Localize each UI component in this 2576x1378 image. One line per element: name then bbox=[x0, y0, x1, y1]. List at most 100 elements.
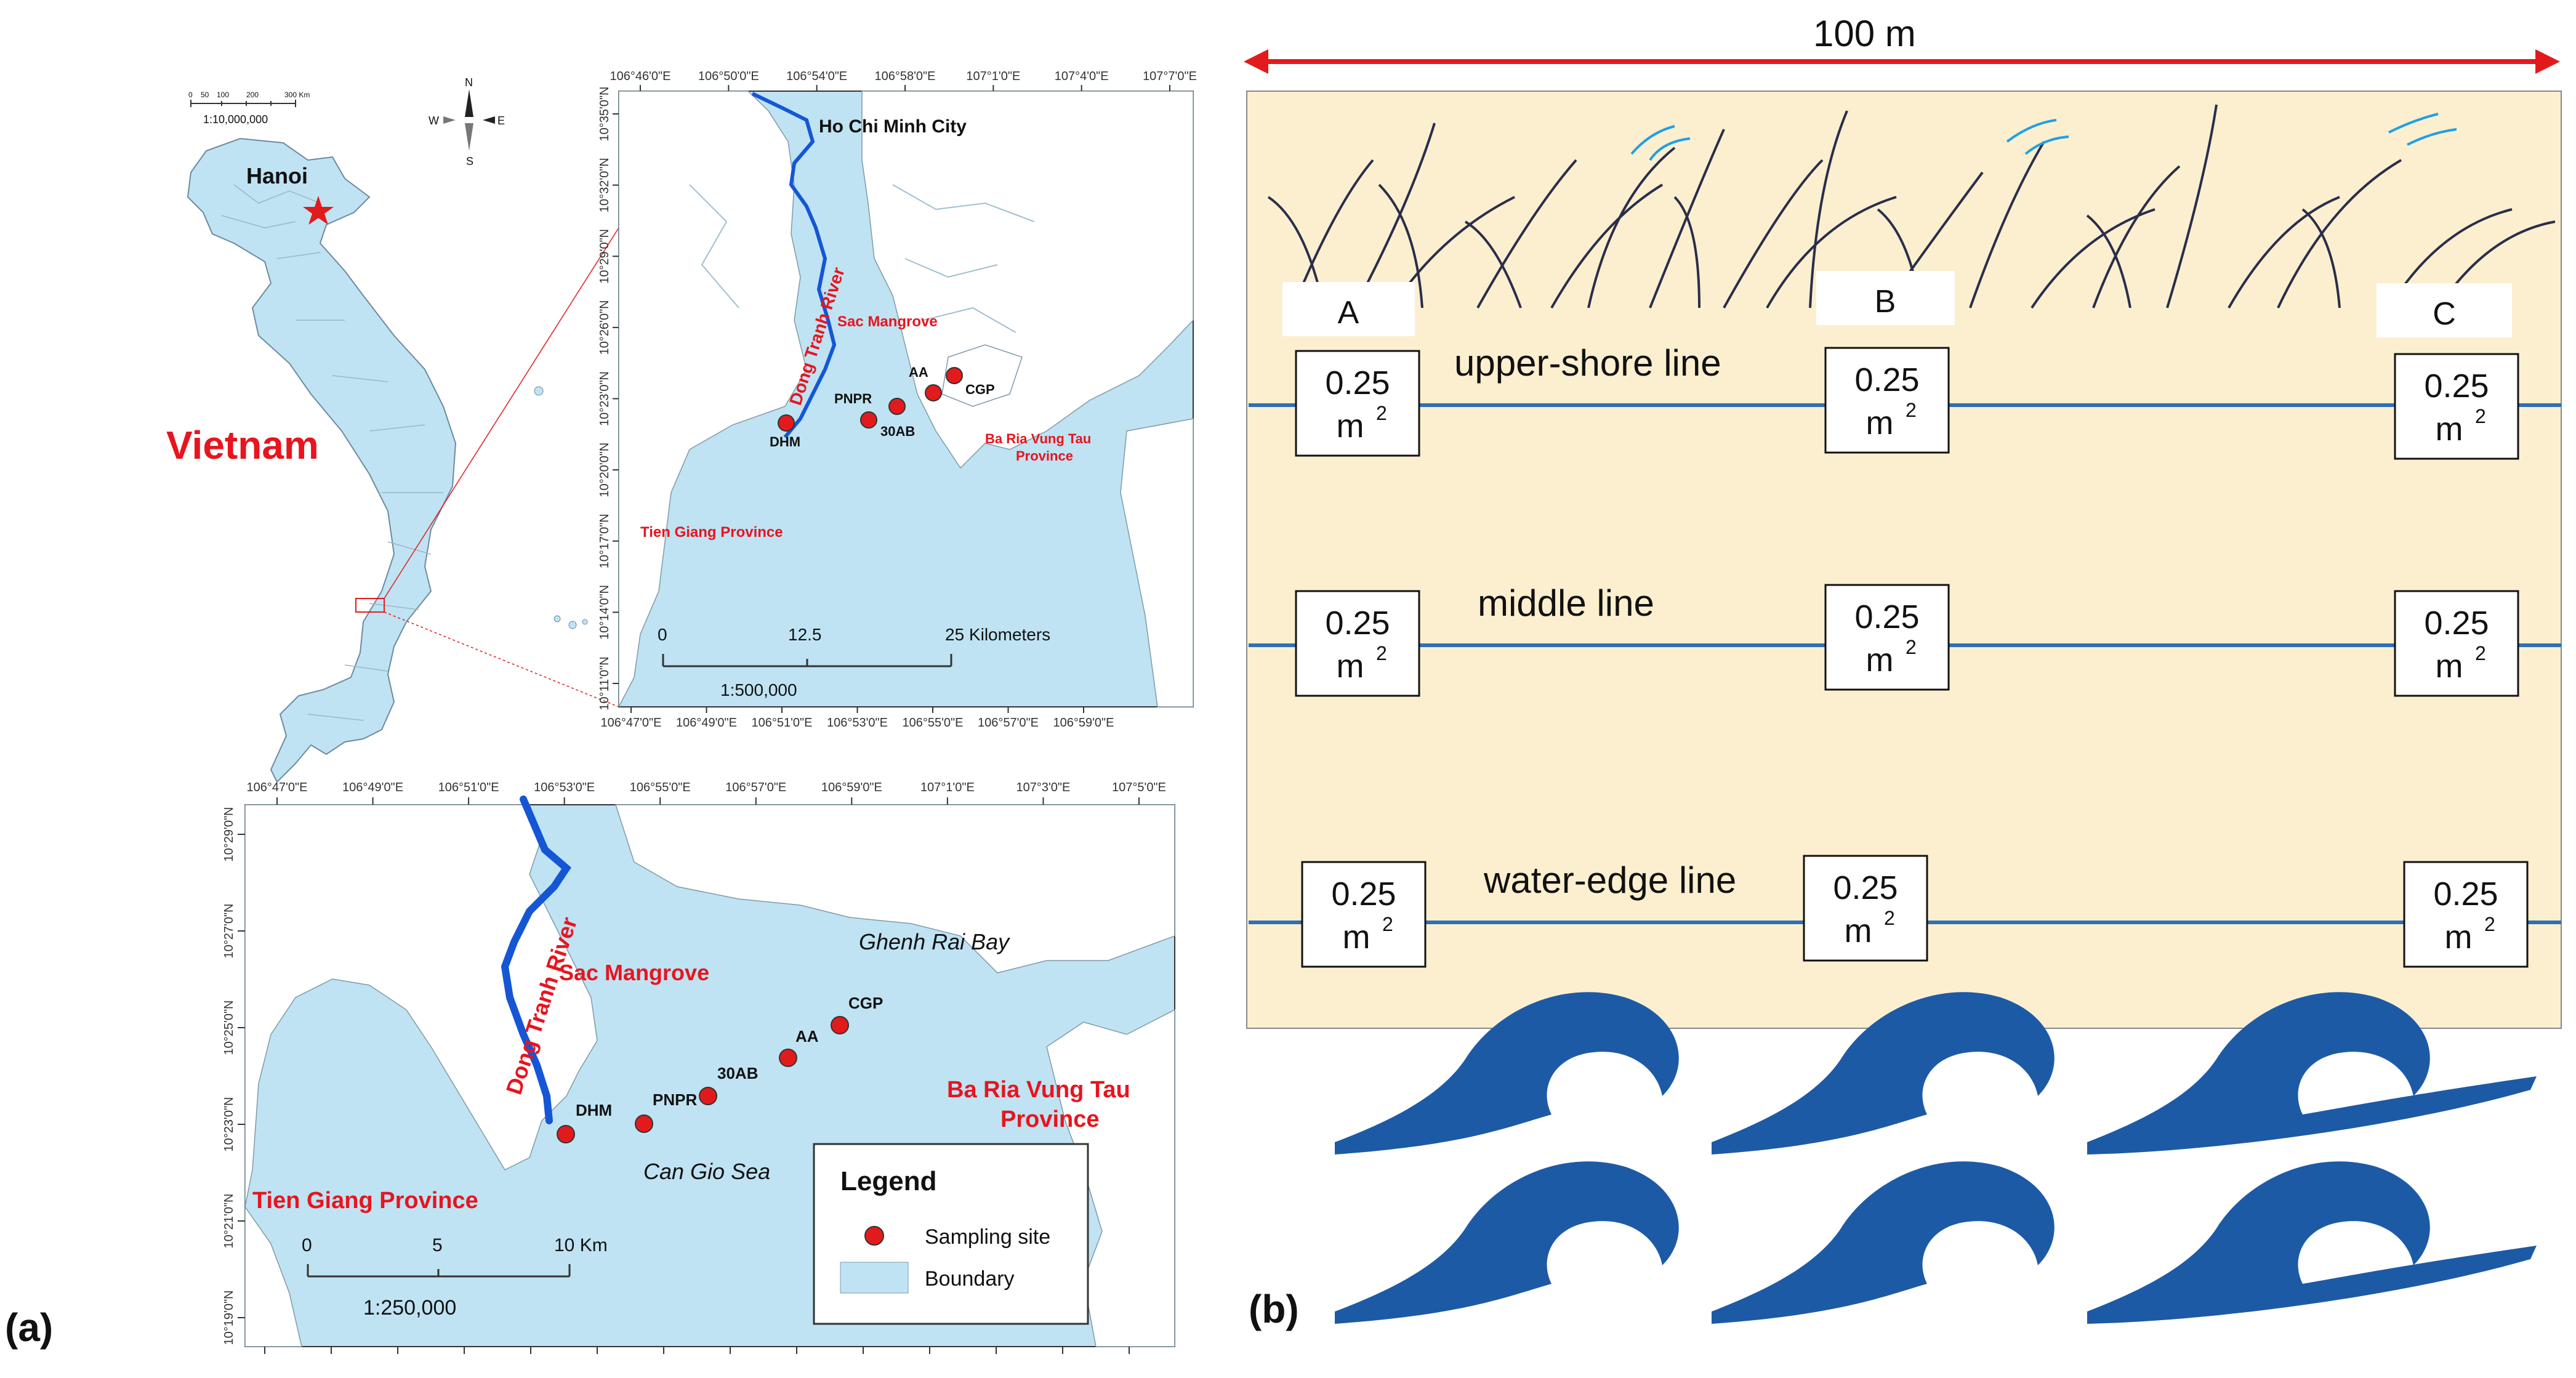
inset-bottom-tick: 106°55'0"E bbox=[903, 716, 964, 730]
inset-bottom-tick: 106°53'0"E bbox=[827, 716, 888, 730]
inset-left-tick: 10°35'0"N bbox=[598, 87, 611, 142]
inset-river bbox=[751, 92, 837, 438]
detail-province-west-label: Tien Giang Province bbox=[252, 1188, 478, 1214]
quadrat-unit: m bbox=[2445, 919, 2473, 956]
overview-scale-tick: 50 bbox=[201, 91, 209, 99]
detail-site-aa bbox=[779, 1049, 797, 1067]
inset-channels bbox=[689, 184, 1035, 333]
svg-text:1:250,000: 1:250,000 bbox=[363, 1296, 456, 1320]
detail-legend: Legend Sampling site Boundary bbox=[813, 1143, 1089, 1325]
legend-boundary-swatch bbox=[840, 1262, 909, 1294]
detail-land-west bbox=[244, 804, 598, 1207]
inset-site-pnpr bbox=[860, 411, 877, 429]
svg-text:1:500,000: 1:500,000 bbox=[720, 680, 797, 699]
detail-top-tick: 107°5'0"E bbox=[1112, 781, 1166, 794]
inset-left-tick: 10°11'0"N bbox=[598, 656, 611, 711]
line-label-middle: middle line bbox=[1478, 582, 1654, 624]
zoom-line bbox=[384, 227, 619, 599]
detail-site-label: PNPR bbox=[653, 1090, 697, 1109]
inset-left-tick: 10°20'0"N bbox=[598, 443, 611, 498]
inset-bottom-tick: 106°47'0"E bbox=[601, 716, 662, 730]
line-label-water-edge: water-edge line bbox=[1483, 860, 1736, 901]
quadrat-value: 0.25 bbox=[1331, 876, 1396, 913]
quadrat-unit: m bbox=[1337, 648, 1364, 685]
inset-left-tick: 10°17'0"N bbox=[598, 514, 611, 568]
svg-text:12.5: 12.5 bbox=[788, 625, 822, 644]
overview-scale-tick: 300 Km bbox=[284, 91, 310, 99]
waves bbox=[1335, 992, 2537, 1324]
detail-site-cgp bbox=[831, 1016, 849, 1034]
detail-sites: DHM PNPR 30AB AA CGP bbox=[557, 994, 883, 1143]
grass-accent bbox=[1630, 113, 2457, 161]
detail-site-label: DHM bbox=[576, 1101, 612, 1119]
quadrat-exponent: 2 bbox=[2475, 405, 2486, 427]
inset-island bbox=[941, 344, 1023, 407]
quadrat-value: 0.25 bbox=[2433, 876, 2498, 913]
inset-top-tick: 107°1'0"E bbox=[966, 70, 1020, 83]
inset-site-aa bbox=[925, 384, 942, 401]
quadrat-exponent: 2 bbox=[1376, 402, 1387, 424]
legend-boundary-label: Boundary bbox=[925, 1267, 1015, 1291]
detail-top-tick: 106°51'0"E bbox=[438, 781, 499, 794]
capital-star-icon bbox=[303, 196, 334, 225]
detail-top-tick: 107°1'0"E bbox=[920, 781, 975, 794]
inset-map: Ho Chi Minh City Sac Mangrove Dong Tranh… bbox=[598, 70, 1197, 730]
overview-scale-tick: 100 bbox=[217, 91, 229, 99]
quadrat-unit: m bbox=[1866, 405, 1894, 441]
inset-bottom-tick: 106°57'0"E bbox=[978, 716, 1039, 730]
vietnam-overview-map: Hanoi Vietnam 0 50 100 200 300 Km 1:10,0… bbox=[166, 76, 680, 783]
inset-site-cgp bbox=[946, 367, 963, 384]
detail-bay-label: Ghenh Rai Bay bbox=[859, 929, 1010, 954]
detail-land-west-tip bbox=[244, 1205, 302, 1347]
quadrat-unit: m bbox=[1866, 642, 1894, 679]
zoom-line bbox=[384, 611, 619, 707]
capital-label: Hanoi bbox=[246, 163, 308, 188]
detail-province-east-label: Ba Ria Vung Tau bbox=[947, 1077, 1130, 1103]
inset-province-east-label: Ba Ria Vung Tau bbox=[985, 431, 1091, 446]
quadrat-unit: m bbox=[2436, 648, 2463, 685]
inset-bottom-tick: 106°49'0"E bbox=[676, 716, 737, 730]
detail-sea-label: Can Gio Sea bbox=[643, 1159, 770, 1184]
transect-diagram: 100 m A B C upper-shore line middle line… bbox=[1244, 13, 2562, 1324]
svg-text:E: E bbox=[497, 115, 505, 127]
panel-label-b: (b) bbox=[1249, 1287, 1299, 1331]
overview-scale-text: 1:10,000,000 bbox=[203, 113, 268, 126]
detail-site-dhm bbox=[557, 1125, 575, 1143]
inset-left-tick: 10°29'0"N bbox=[598, 229, 611, 284]
inset-land-east bbox=[861, 91, 1194, 469]
svg-text:10 Km: 10 Km bbox=[554, 1235, 608, 1255]
quadrat-unit: m bbox=[1337, 408, 1364, 445]
detail-top-tick: 106°57'0"E bbox=[725, 781, 786, 794]
detail-scale-bar: 0 5 10 Km 1:250,000 bbox=[302, 1235, 608, 1320]
detail-site-pnpr bbox=[635, 1114, 653, 1133]
locator-box bbox=[355, 598, 385, 613]
inset-mangrove-label: Sac Mangrove bbox=[837, 313, 938, 330]
detail-channels bbox=[307, 810, 926, 902]
column-header-a: A bbox=[1338, 295, 1359, 331]
inset-left-tick: 10°32'0"N bbox=[598, 158, 611, 212]
legend-site-marker bbox=[864, 1226, 884, 1246]
detail-province-east-label: Province bbox=[1000, 1106, 1100, 1132]
inset-city-label: Ho Chi Minh City bbox=[819, 116, 967, 137]
quadrat-unit: m bbox=[1343, 919, 1371, 956]
inset-top-tick: 107°7'0"E bbox=[1143, 70, 1197, 83]
detail-map: Dong Tranh River Sac Mangrove Ghenh Rai … bbox=[222, 781, 1175, 1354]
detail-site-label: CGP bbox=[848, 994, 883, 1012]
svg-text:25 Kilometers: 25 Kilometers bbox=[945, 625, 1050, 644]
inset-scale-bar: 0 12.5 25 Kilometers 1:500,000 bbox=[658, 625, 1050, 699]
inset-site-30ab bbox=[888, 398, 906, 415]
detail-left-tick: 10°19'0"N bbox=[222, 1291, 236, 1345]
inset-site-label: PNPR bbox=[834, 391, 872, 406]
quadrat-exponent: 2 bbox=[1884, 907, 1895, 929]
detail-land-north bbox=[614, 804, 1175, 973]
svg-text:0: 0 bbox=[302, 1235, 312, 1255]
